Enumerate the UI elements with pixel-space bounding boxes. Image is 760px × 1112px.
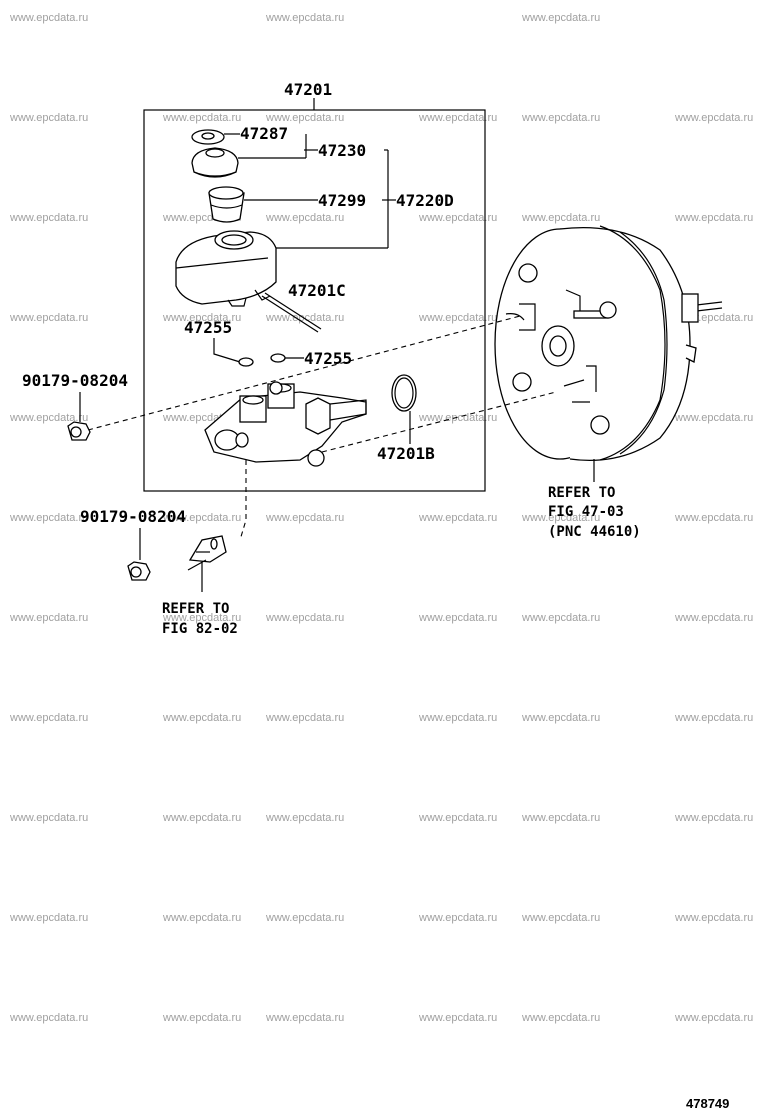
watermark-text: www.epcdata.ru — [674, 212, 753, 224]
watermark-text: www.epcdata.ru — [521, 612, 600, 624]
watermark-text: www.epcdata.ru — [521, 912, 600, 924]
watermark-text: www.epcdata.ru — [162, 112, 241, 124]
label-47287[interactable]: 47287 — [240, 124, 288, 143]
watermark-text: www.epcdata.ru — [521, 512, 600, 524]
watermark-text: www.epcdata.ru — [265, 12, 344, 24]
grommet-upper-part — [238, 357, 254, 367]
watermark-text: www.epcdata.ru — [265, 212, 344, 224]
cap-gasket-part — [191, 129, 225, 145]
label-nut-upper[interactable]: 90179-08204 — [22, 371, 128, 390]
watermark-text: www.epcdata.ru — [521, 12, 600, 24]
watermark-text: www.epcdata.ru — [418, 1012, 497, 1024]
watermark-text: www.epcdata.ru — [9, 312, 88, 324]
watermark-text: www.epcdata.ru — [9, 1012, 88, 1024]
watermark-text: www.epcdata.ru — [265, 112, 344, 124]
booster-note-line1[interactable]: REFER TO — [548, 485, 615, 501]
watermark-text: www.epcdata.ru — [9, 412, 88, 424]
strainer-part — [208, 186, 245, 223]
bracket-part — [187, 535, 227, 571]
reservoir-part — [175, 230, 277, 307]
watermark-text: www.epcdata.ru — [265, 712, 344, 724]
watermark-text: www.epcdata.ru — [265, 612, 344, 624]
watermark-text: www.epcdata.ru — [418, 412, 497, 424]
watermark-text: www.epcdata.ru — [265, 912, 344, 924]
booster-note-line3[interactable]: (PNC 44610) — [548, 524, 641, 540]
label-nut-lower[interactable]: 90179-08204 — [80, 507, 186, 526]
watermark-text: www.epcdata.ru — [418, 812, 497, 824]
watermark-text: www.epcdata.ru — [265, 1012, 344, 1024]
watermark-text: www.epcdata.ru — [674, 1012, 753, 1024]
bracket-line — [239, 460, 247, 541]
oring-part — [391, 374, 417, 412]
watermark-text: www.epcdata.ru — [162, 512, 241, 524]
watermark-text: www.epcdata.ru — [521, 112, 600, 124]
watermark-text: www.epcdata.ru — [9, 512, 88, 524]
watermark-text: www.epcdata.ru — [265, 512, 344, 524]
watermark-layer: www.epcdata.ru www.epcdata.ru www.epcdata.… — [9, 12, 753, 1024]
label-47255-lower[interactable]: 47255 — [304, 349, 352, 368]
watermark-text: www.epcdata.ru — [674, 712, 753, 724]
label-47201B[interactable]: 47201B — [377, 444, 435, 463]
watermark-text: www.epcdata.ru — [418, 512, 497, 524]
watermark-text: www.epcdata.ru — [162, 712, 241, 724]
watermark-text: www.epcdata.ru — [418, 612, 497, 624]
watermark-text: www.epcdata.ru — [521, 812, 600, 824]
watermark-text: www.epcdata.ru — [674, 912, 753, 924]
watermark-text: www.epcdata.ru — [162, 312, 241, 324]
label-47220D[interactable]: 47220D — [396, 191, 454, 210]
watermark-text: www.epcdata.ru — [9, 912, 88, 924]
diagram-code: 478749 — [686, 1096, 729, 1111]
watermark-text: www.epcdata.ru — [162, 912, 241, 924]
label-47299[interactable]: 47299 — [318, 191, 366, 210]
watermark-text: www.epcdata.ru — [162, 812, 241, 824]
watermark-text: www.epcdata.ru — [162, 1012, 241, 1024]
grommet-lower-part — [270, 353, 286, 363]
watermark-text: www.epcdata.ru — [521, 1012, 600, 1024]
watermark-text: www.epcdata.ru — [674, 812, 753, 824]
reservoir-cap-part — [191, 147, 239, 178]
leader-47255-upper — [213, 338, 241, 363]
watermark-text: www.epcdata.ru — [418, 212, 497, 224]
bracket-note-line1[interactable]: REFER TO — [162, 601, 229, 617]
nut-upper-part — [67, 421, 91, 441]
watermark-text: www.epcdata.ru — [9, 212, 88, 224]
watermark-text: www.epcdata.ru — [9, 612, 88, 624]
watermark-text: www.epcdata.ru — [9, 712, 88, 724]
nut-lower-part — [127, 561, 151, 581]
label-47201[interactable]: 47201 — [284, 80, 332, 99]
label-47230[interactable]: 47230 — [318, 141, 366, 160]
watermark-text: www.epcdata.ru — [9, 12, 88, 24]
bracket-note-line2[interactable]: FIG 82-02 — [162, 621, 238, 637]
stud-line-lower — [321, 391, 557, 453]
watermark-text: www.epcdata.ru — [418, 112, 497, 124]
watermark-text: www.epcdata.ru — [265, 812, 344, 824]
watermark-text: www.epcdata.ru — [674, 612, 753, 624]
watermark-text: www.epcdata.ru — [674, 512, 753, 524]
stud-line-upper — [87, 315, 521, 431]
label-47201C[interactable]: 47201C — [288, 281, 346, 300]
watermark-text: www.epcdata.ru — [418, 712, 497, 724]
watermark-text: www.epcdata.ru — [418, 312, 497, 324]
watermark-text: www.epcdata.ru — [521, 212, 600, 224]
master-cylinder-part — [204, 381, 367, 467]
watermark-text: www.epcdata.ru — [418, 912, 497, 924]
booster-note-line2[interactable]: FIG 47-03 — [548, 504, 624, 520]
watermark-text: www.epcdata.ru — [9, 812, 88, 824]
watermark-text: www.epcdata.ru — [674, 112, 753, 124]
watermark-text: www.epcdata.ru — [674, 412, 753, 424]
watermark-text: www.epcdata.ru — [162, 612, 241, 624]
brake-booster-part — [494, 225, 723, 462]
label-47255-upper[interactable]: 47255 — [184, 318, 232, 337]
watermark-text: www.epcdata.ru — [9, 112, 88, 124]
watermark-text: www.epcdata.ru — [521, 712, 600, 724]
pin-part — [261, 295, 319, 333]
